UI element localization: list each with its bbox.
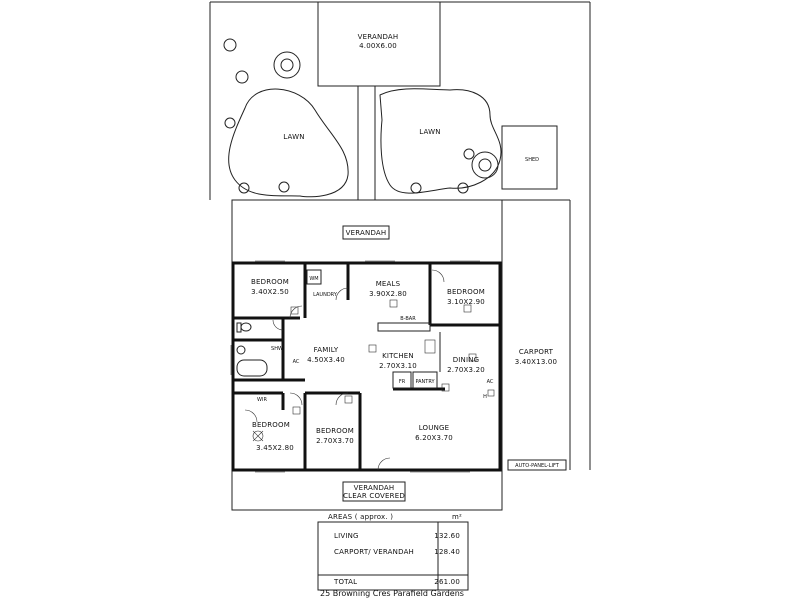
wir-label: WIR	[257, 397, 267, 403]
verandah-top-label: VERANDAH	[346, 229, 387, 237]
rear-verandah-size: 4.00X6.00	[359, 42, 397, 50]
family-name: FAMILY	[314, 346, 339, 354]
ac-label-family: AC	[293, 359, 300, 365]
wm-label: WM	[309, 276, 318, 282]
auto-panel-label: AUTO-PANEL-LIFT	[515, 463, 560, 469]
shrubs	[223, 38, 499, 194]
shower-label: SHW	[271, 346, 283, 352]
front-verandah-note: CLEAR COVERED	[343, 492, 405, 500]
total-value: 261.00	[434, 578, 460, 586]
meals-size: 3.90X2.80	[369, 290, 407, 298]
h-label: H	[483, 394, 487, 400]
shed-label: SHED	[525, 157, 539, 163]
address-caption: 25 Browning Cres Parafield Gardens	[320, 589, 464, 598]
areas-table: AREAS ( approx. ) m² LIVING 132.60 CARPO…	[317, 513, 469, 591]
room-labels: VERANDAH 4.00X6.00 LAWN LAWN SHED VERAND…	[251, 33, 560, 500]
area-row-label: LIVING	[334, 532, 359, 540]
kitchen-name: KITCHEN	[382, 352, 414, 360]
backyard	[209, 1, 591, 470]
right-lawn	[379, 88, 502, 194]
dining-name: DINING	[453, 356, 480, 364]
family-size: 4.50X3.40	[307, 356, 345, 364]
bedroom3-name: BEDROOM	[252, 421, 290, 429]
laundry-label: LAUNDRY	[313, 292, 338, 298]
meals-name: MEALS	[376, 280, 401, 288]
lounge-size: 6.20X3.70	[415, 434, 453, 442]
front-verandah-label-box	[342, 481, 406, 502]
area-row-value: 132.60	[434, 532, 460, 540]
left-lawn	[228, 88, 349, 198]
house-outline	[231, 261, 502, 472]
kitchen-size: 2.70X3.10	[379, 362, 417, 370]
areas-header: AREAS ( approx. )	[328, 513, 393, 521]
verandah-top-label-box	[342, 225, 390, 240]
fridge-label: FR	[399, 379, 406, 385]
house-walls	[230, 260, 503, 473]
rear-verandah	[317, 1, 441, 87]
bbar-label: B-BAR	[400, 316, 416, 322]
bedroom1-size: 3.40X2.50	[251, 288, 289, 296]
areas-unit: m²	[452, 513, 462, 521]
front-verandah-name: VERANDAH	[354, 484, 395, 492]
bedroom4-name: BEDROOM	[316, 427, 354, 435]
bedroom4-size: 2.70X3.70	[316, 437, 354, 445]
carport-name: CARPORT	[519, 348, 554, 356]
bedroom2-name: BEDROOM	[447, 288, 485, 296]
lounge-name: LOUNGE	[419, 424, 450, 432]
area-row-label: CARPORT/ VERANDAH	[334, 548, 414, 556]
total-label: TOTAL	[333, 578, 357, 586]
shed	[501, 125, 558, 190]
left-lawn-label: LAWN	[283, 133, 304, 141]
ac-label-dining: AC	[487, 379, 494, 385]
bedroom1-name: BEDROOM	[251, 278, 289, 286]
auto-panel-label-box	[507, 459, 567, 471]
bedroom2-size: 3.10X2.90	[447, 298, 485, 306]
bedroom3-size: 3.45X2.80	[256, 444, 294, 452]
carport-size: 3.40X13.00	[515, 358, 557, 366]
rear-verandah-name: VERANDAH	[358, 33, 399, 41]
area-row-value: 128.40	[434, 548, 460, 556]
pantry-label: PANTRY	[415, 379, 435, 385]
right-lawn-label: LAWN	[419, 128, 440, 136]
verandah-outline	[231, 199, 503, 511]
dining-size: 2.70X3.20	[447, 366, 485, 374]
